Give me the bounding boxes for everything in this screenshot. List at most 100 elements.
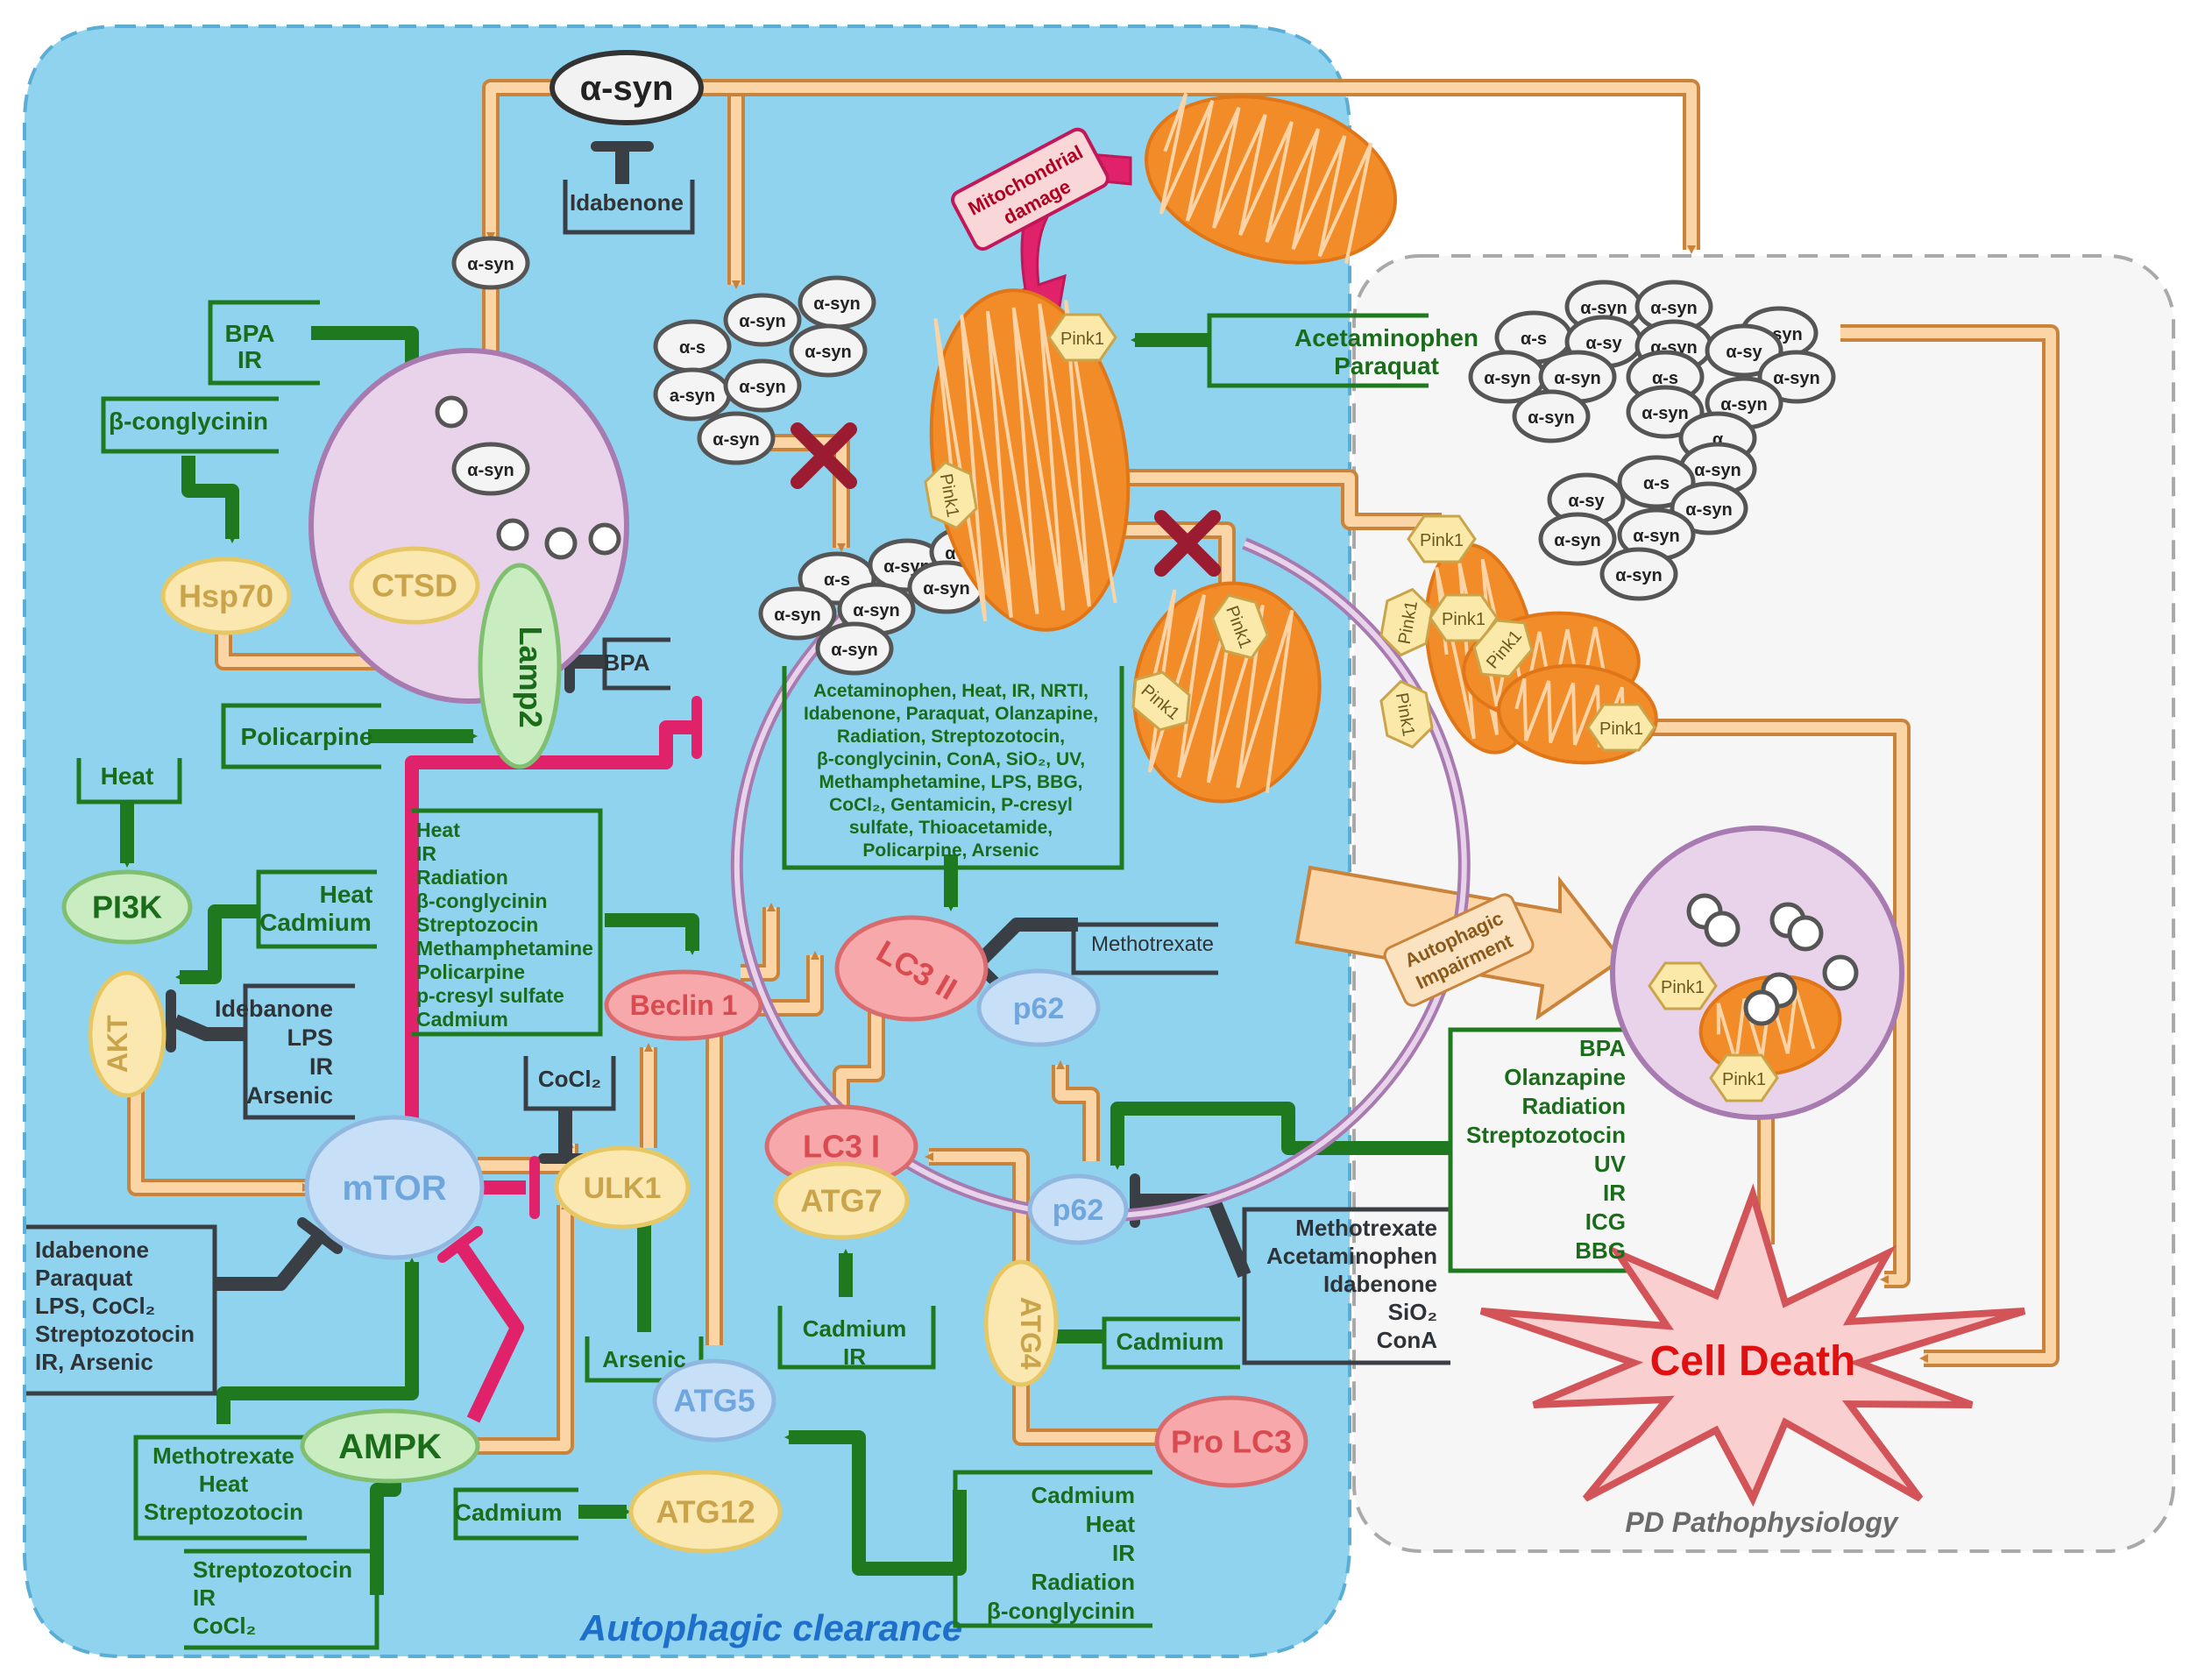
alpha-syn-label: α-syn xyxy=(1685,500,1732,520)
asyn-to-pd-aggregate-fill xyxy=(701,82,1697,254)
p62-inhib-bracket xyxy=(1242,1207,1450,1365)
arsenic-label: Arsenic xyxy=(602,1346,685,1372)
healthy-mitochondrion xyxy=(1145,92,1397,265)
lamp2-node-shape xyxy=(478,563,562,769)
alpha-syn-monomer: α-syn xyxy=(697,411,776,465)
agent-list-item: Radiation xyxy=(416,866,508,889)
agent-list-item: β-conglycinin xyxy=(416,890,548,912)
bcong-bracket xyxy=(101,396,279,454)
agent-list-item: Policarpine xyxy=(416,961,525,983)
alpha-syn-shape xyxy=(1757,350,1836,404)
ulk1-node-shape xyxy=(554,1145,691,1230)
ampk-inhibits-mtor-bar xyxy=(437,1226,483,1263)
alpha-syn-monomer: α-syn xyxy=(1512,389,1591,443)
pi3k-node-shape xyxy=(61,869,193,945)
ulk1-node: ULK1 xyxy=(554,1145,691,1230)
ctsd-node-shape xyxy=(349,546,480,625)
agent-list-item: IR xyxy=(193,1584,216,1611)
list-to-p62 xyxy=(1110,1102,1450,1170)
agent-list-item: Idabenone xyxy=(35,1237,149,1263)
alpha-syn-main xyxy=(550,50,704,125)
pi3k-node-label: PI3K xyxy=(92,890,162,925)
agent-list-item: Idebanone xyxy=(215,996,333,1022)
alpha-syn-monomer: a-syn xyxy=(653,367,732,422)
alpha-syn-shape xyxy=(723,293,802,347)
damaged-mitochondrion xyxy=(929,288,1131,632)
alpha-syn-label: α-syn xyxy=(1633,527,1679,546)
agent-list-item: IR xyxy=(1112,1540,1135,1566)
akt-inhib-bracket xyxy=(243,983,355,1120)
hsp70-node: Hsp70 xyxy=(160,556,292,635)
atg4-node: ATG4 xyxy=(983,1259,1059,1387)
akt-node-shape xyxy=(88,970,167,1098)
ir-label: IR xyxy=(238,346,262,373)
alpha-syn-label: α-syn xyxy=(1484,369,1530,388)
alpha-syn-monomer: α-syn xyxy=(798,275,876,330)
p62-b-node-label: p62 xyxy=(1053,1194,1104,1227)
lysosome-vesicle xyxy=(588,522,621,556)
alpha-syn-label: α-s xyxy=(679,338,706,358)
mtor-node: mTOR xyxy=(304,1115,485,1260)
pink1-marker: Pink1 xyxy=(1211,593,1269,660)
alpha-syn-monomer: α-s xyxy=(1617,455,1696,509)
alpha-syn-monomer: α-syn xyxy=(1757,350,1836,404)
lc3i-node-label: LC3 I xyxy=(803,1129,880,1165)
p62-node-shape xyxy=(976,968,1101,1047)
agent-list-item: IR xyxy=(1603,1180,1626,1206)
alpha-syn-label: α-syn xyxy=(831,641,877,660)
atg12-node-label: ATG12 xyxy=(656,1494,755,1530)
cadmium-atg4-label: Cadmium xyxy=(1116,1329,1223,1355)
lc3ii-node-shape xyxy=(834,915,989,1022)
beta-conglycinin-label: β-conglycinin xyxy=(109,408,268,435)
agent-list-item: SiO₂ xyxy=(1388,1299,1437,1325)
heat2-label: Heat xyxy=(320,881,373,908)
alpha-syn-shape xyxy=(1705,323,1783,378)
mtor-inhibitors-bar xyxy=(297,1217,343,1254)
alpha-syn-label: α-syn xyxy=(813,294,860,314)
agent-list-item: Olanzapine xyxy=(1504,1064,1626,1090)
pink1-marker: Pink1 xyxy=(1379,679,1434,749)
mtor-node-label: mTOR xyxy=(342,1169,446,1208)
agent-list-item: Streptozotocin xyxy=(35,1321,195,1347)
lysosome-vesicle xyxy=(1787,915,1824,952)
ampk-up-to-ampk xyxy=(370,1477,401,1595)
alpha-syn-shape xyxy=(1599,547,1678,601)
agent-list-item: Methotrexate xyxy=(152,1443,294,1469)
agent-list-item: sulfate, Thioacetamide, xyxy=(849,818,1053,838)
pink1-marker: Pink1 xyxy=(1407,514,1477,564)
alpha-syn-label: α-syn xyxy=(1641,404,1688,423)
agent-list-item: Idabenone xyxy=(1323,1271,1437,1297)
agent-list-item: Policarpine, Arsenic xyxy=(862,840,1039,861)
list-to-atg5 xyxy=(784,1430,967,1576)
lysosome-vesicle xyxy=(544,527,578,560)
lysosome-vesicle xyxy=(1822,954,1859,991)
agent-list-item: BPA xyxy=(1579,1035,1626,1061)
alpha-syn-shape xyxy=(1617,455,1696,509)
alpha-syn-label: α-syn xyxy=(1694,461,1741,480)
beclin1-node-label: Beclin 1 xyxy=(630,989,738,1021)
agent-list-item: Idabenone, Paraquat, Olanzapine, xyxy=(804,704,1098,724)
alpha-syn-monomer: α-syn xyxy=(1538,350,1617,404)
p62-node: p62 xyxy=(976,968,1101,1047)
alpha-syn-shape xyxy=(1626,385,1705,439)
cell-death-node: Cell Death xyxy=(1479,1183,2026,1507)
alpha-syn-shape xyxy=(815,621,894,676)
bcong-to-hsp70 xyxy=(181,456,239,543)
heat-cad-to-akt xyxy=(175,904,259,984)
alpha-syn-monomer: α-syn xyxy=(758,586,837,641)
alpha-syn-label: α-syn xyxy=(853,601,899,620)
atg7-node: ATG7 xyxy=(773,1161,910,1240)
mtor-inhibits-lysosome xyxy=(405,720,697,1144)
alpha-syn-shape xyxy=(758,586,837,641)
ampk-to-ulk1-fill xyxy=(478,1201,571,1451)
agent-list-item: Arsenic xyxy=(246,1082,333,1109)
atg7-node-label: ATG7 xyxy=(800,1183,882,1219)
alpha-syn-label: α-sy xyxy=(1726,343,1762,362)
ctsd-node: CTSD xyxy=(349,546,480,625)
pink1-marker: Pink1 xyxy=(924,460,978,530)
agent-list-item: Methotrexate xyxy=(1295,1215,1437,1241)
alpha-syn-label: α-syn xyxy=(805,343,851,362)
bpa-inhib-bracket xyxy=(602,637,670,691)
mtor-node-shape xyxy=(304,1115,485,1260)
